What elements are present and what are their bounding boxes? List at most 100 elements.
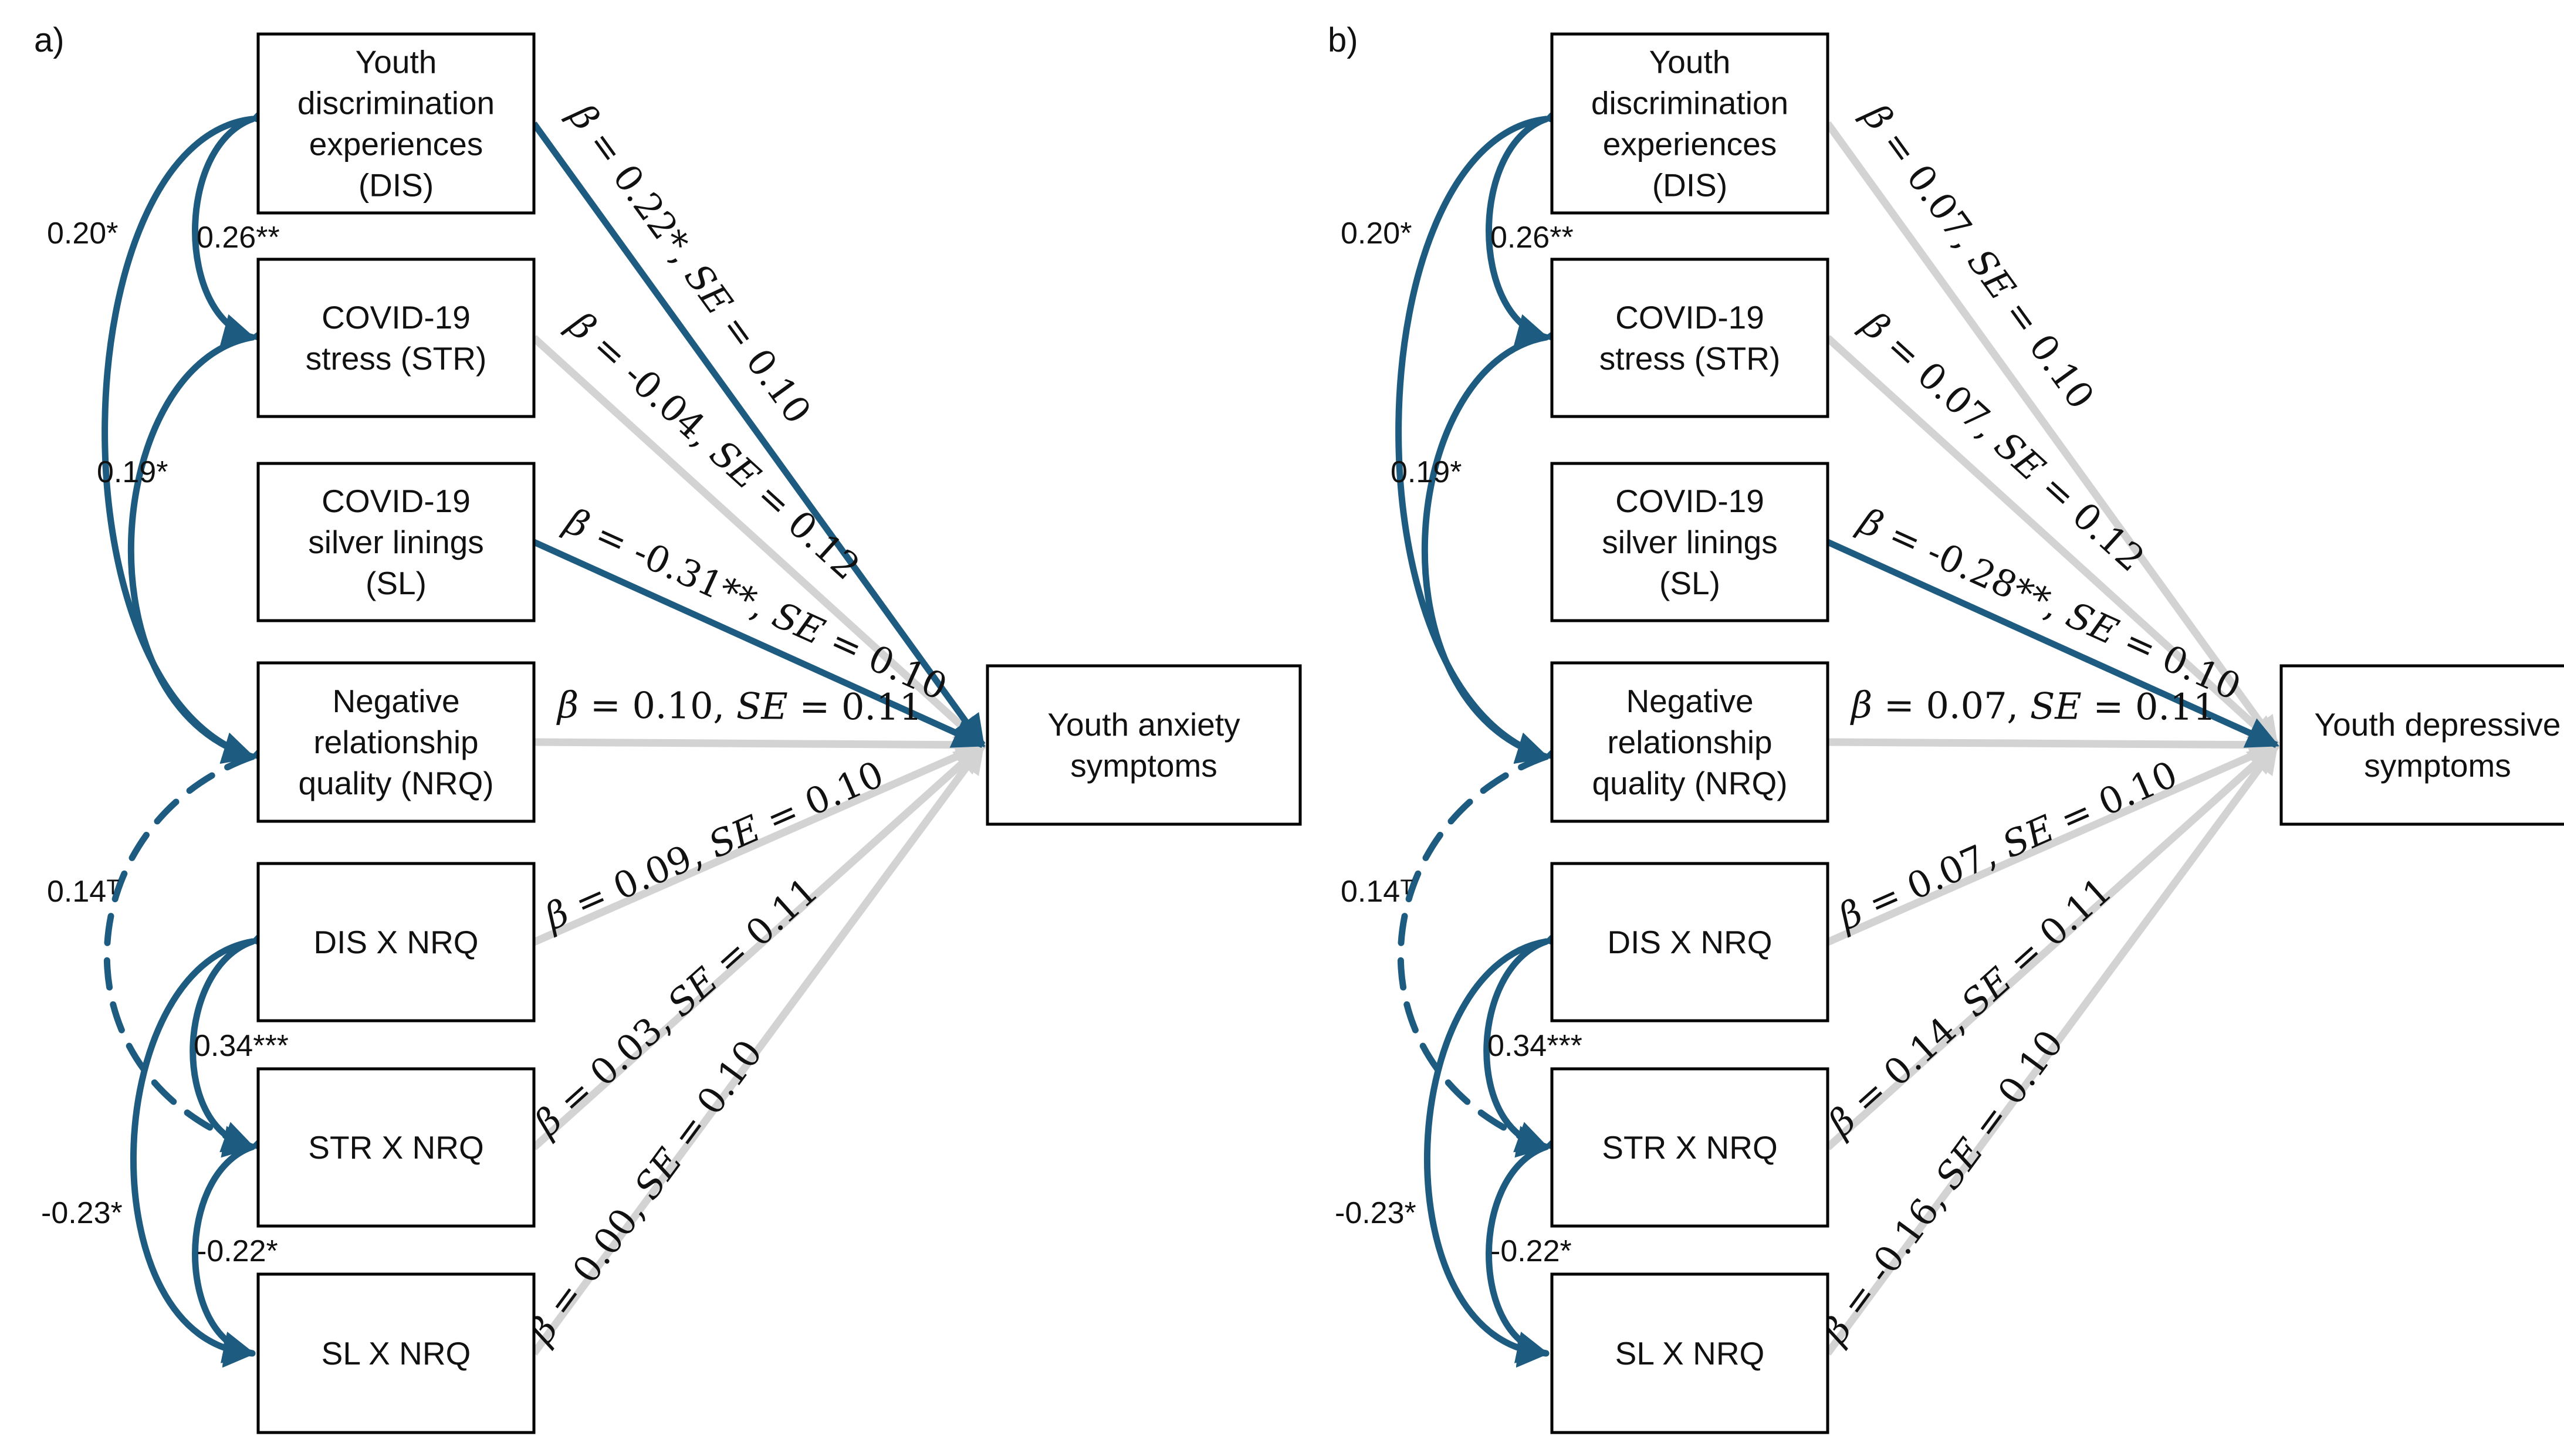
box-str-label: COVID-19 bbox=[322, 299, 471, 336]
box-slx-border bbox=[256, 1272, 536, 1434]
outcome-box: Youth depressive symptoms bbox=[2279, 664, 2564, 826]
box-strx-border bbox=[256, 1067, 536, 1228]
covariance-str-nrq bbox=[1421, 316, 1578, 764]
covariance-label-strx-slx: -0.22* bbox=[197, 1234, 278, 1268]
box-dis-label: Youth bbox=[356, 44, 437, 80]
outcome-box-border bbox=[986, 664, 1302, 826]
outcome-box-label: symptoms bbox=[2364, 747, 2511, 784]
panel-label: a) bbox=[34, 21, 65, 59]
path-arrow-disx bbox=[532, 741, 986, 946]
box-nrq-label: Negative bbox=[332, 683, 459, 719]
panel-a: a)β = 0.22*, SE = 0.10β = -0.04, SE = 0.… bbox=[34, 21, 1302, 1434]
covariance-label-dis-nrq: 0.20* bbox=[47, 216, 118, 250]
box-str-border bbox=[256, 258, 536, 418]
box-disx: DIS X NRQ bbox=[256, 862, 536, 1022]
box-sl-label: COVID-19 bbox=[322, 483, 471, 519]
path-arrow-nrq bbox=[533, 729, 986, 760]
covariance-label-dis-str: 0.26** bbox=[197, 221, 280, 255]
box-sl-label: silver linings bbox=[1602, 524, 1778, 560]
path-arrow-disx bbox=[1826, 741, 2279, 946]
outcome-box-label: Youth depressive bbox=[2315, 706, 2561, 743]
covariance-disx-slx bbox=[130, 920, 284, 1368]
box-nrq-label: quality (NRQ) bbox=[1592, 765, 1787, 801]
path-label-slx: β = -0.16, SE = 0.10 bbox=[1812, 1022, 2072, 1352]
box-str-label: stress (STR) bbox=[1599, 340, 1781, 377]
box-dis: Youth discrimination experiences (DIS) bbox=[1550, 32, 1829, 215]
covariance-label-disx-slx: -0.23* bbox=[1335, 1196, 1416, 1230]
box-dis-label: discrimination bbox=[1591, 85, 1788, 121]
panel-label: b) bbox=[1328, 21, 1358, 59]
box-nrq-label: quality (NRQ) bbox=[298, 765, 493, 801]
box-dis: Youth discrimination experiences (DIS) bbox=[256, 32, 536, 215]
path-arrow-slx bbox=[530, 742, 986, 1356]
box-strx-label: STR X NRQ bbox=[1602, 1129, 1777, 1166]
path-arrow-dis bbox=[1824, 121, 2280, 748]
path-arrow-strx bbox=[1825, 742, 2279, 1150]
covariance-disx-slx bbox=[1423, 920, 1578, 1368]
covariance-label-disx-strx: 0.34*** bbox=[194, 1029, 289, 1063]
box-disx: DIS X NRQ bbox=[1550, 862, 1829, 1022]
box-str: COVID-19 stress (STR) bbox=[1550, 258, 1829, 418]
path-arrow-nrq bbox=[1827, 729, 2280, 760]
box-strx-label: STR X NRQ bbox=[308, 1129, 483, 1166]
box-nrq-border bbox=[256, 661, 536, 823]
covariance-label-nrq-strx: 0.14ᵀ bbox=[47, 875, 120, 909]
covariance-strx-slx bbox=[1486, 1122, 1579, 1363]
box-str: COVID-19 stress (STR) bbox=[256, 258, 536, 418]
covariance-label-str-nrq: 0.19* bbox=[1391, 455, 1462, 489]
covariance-label-dis-nrq: 0.20* bbox=[1341, 216, 1412, 250]
box-dis-border bbox=[256, 32, 536, 215]
box-disx-label: DIS X NRQ bbox=[313, 924, 478, 960]
box-nrq: Negative relationship quality (NRQ) bbox=[256, 661, 536, 823]
box-slx: SL X NRQ bbox=[256, 1272, 536, 1434]
covariance-label-disx-strx: 0.34*** bbox=[1487, 1029, 1582, 1063]
box-str-label: stress (STR) bbox=[306, 340, 487, 377]
box-dis-label: (DIS) bbox=[1652, 167, 1727, 204]
path-label-disx: β = 0.07, SE = 0.10 bbox=[1831, 753, 2184, 939]
panel-b: b)β = 0.07, SE = 0.10β = 0.07, SE = 0.12… bbox=[1328, 21, 2564, 1434]
box-dis-label: Youth bbox=[1649, 44, 1731, 80]
path-arrow-sl bbox=[532, 539, 986, 749]
path-arrow-str bbox=[531, 335, 986, 748]
box-dis-label: discrimination bbox=[297, 85, 495, 121]
box-dis-label: experiences bbox=[1603, 126, 1777, 162]
box-slx-border bbox=[1550, 1272, 1829, 1434]
path-label-slx: β = 0.00, SE = 0.10 bbox=[519, 1032, 770, 1352]
path-label-nrq: β = 0.07, SE = 0.11 bbox=[1850, 683, 2216, 729]
path-arrow-strx bbox=[531, 742, 986, 1150]
box-nrq-border bbox=[1550, 661, 1829, 823]
box-sl-label: (SL) bbox=[366, 565, 427, 601]
box-slx-label: SL X NRQ bbox=[1615, 1335, 1765, 1372]
box-sl-label: (SL) bbox=[1659, 565, 1720, 601]
covariance-label-str-nrq: 0.19* bbox=[97, 455, 168, 489]
covariance-label-nrq-strx: 0.14ᵀ bbox=[1341, 875, 1413, 909]
outcome-box-label: symptoms bbox=[1070, 747, 1217, 784]
box-sl-label: silver linings bbox=[308, 524, 484, 560]
box-disx-border bbox=[1550, 862, 1829, 1022]
path-label-dis: β = 0.22*, SE = 0.10 bbox=[560, 95, 820, 432]
box-sl-border bbox=[256, 462, 536, 622]
covariance-dis-nrq bbox=[1395, 99, 1577, 764]
path-arrow-slx bbox=[1824, 742, 2280, 1356]
box-dis-label: (DIS) bbox=[358, 167, 434, 204]
box-disx-border bbox=[256, 862, 536, 1022]
box-nrq-label: Negative bbox=[1626, 683, 1753, 719]
box-sl-border bbox=[1550, 462, 1829, 622]
outcome-box-label: Youth anxiety bbox=[1047, 706, 1240, 743]
covariance-label-dis-str: 0.26** bbox=[1490, 221, 1574, 255]
covariance-dis-nrq bbox=[102, 99, 283, 764]
box-strx: STR X NRQ bbox=[1550, 1067, 1829, 1228]
path-arrow-str bbox=[1825, 335, 2279, 748]
outcome-box-border bbox=[2279, 664, 2564, 826]
box-nrq-label: relationship bbox=[313, 724, 478, 760]
box-str-label: COVID-19 bbox=[1615, 299, 1764, 336]
box-dis-label: experiences bbox=[309, 126, 483, 162]
box-strx: STR X NRQ bbox=[256, 1067, 536, 1228]
box-disx-label: DIS X NRQ bbox=[1607, 924, 1772, 960]
path-arrow-dis bbox=[531, 121, 986, 748]
box-strx-border bbox=[1550, 1067, 1829, 1228]
path-label-sl: β = -0.31**, SE = 0.10 bbox=[558, 499, 953, 709]
